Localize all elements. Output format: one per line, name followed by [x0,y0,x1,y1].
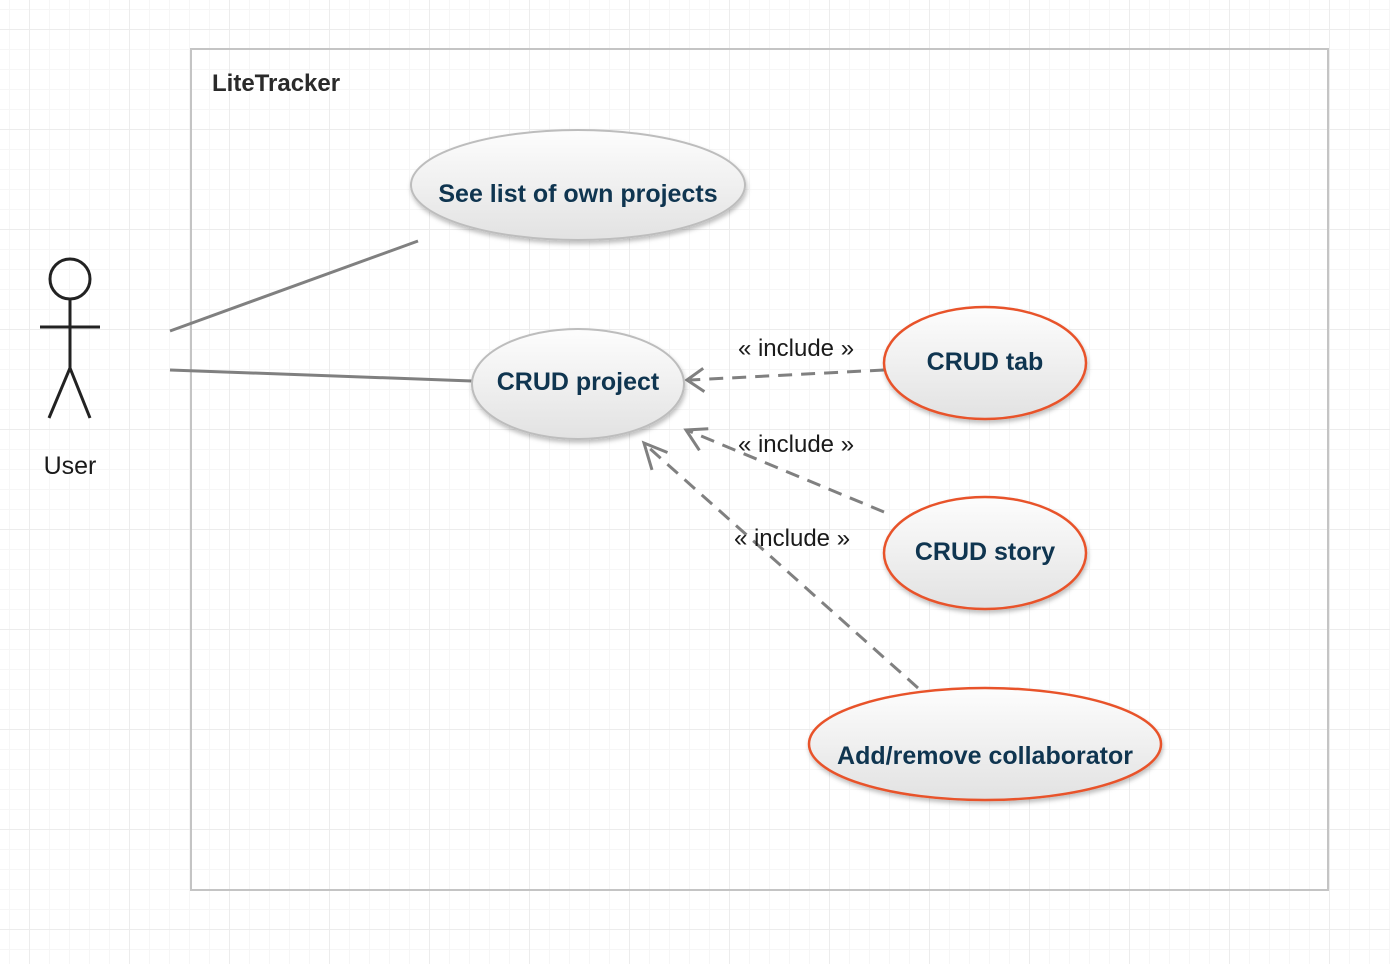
use-case-label: Add/remove collaborator [837,742,1133,770]
dashed-line [688,429,885,514]
arrowhead [641,440,669,471]
stick-figure-icon [40,257,100,419]
use-case-crud-story[interactable]: CRUD story [882,495,1088,611]
use-case-add-remove-collaborator[interactable]: Add/remove collaborator [807,686,1163,802]
use-case-ellipse [807,686,1163,802]
use-case-ellipse [410,129,746,241]
use-case-label: CRUD project [497,368,660,396]
include-dependency-tab[interactable] [684,367,885,393]
system-boundary-frame [190,48,1329,891]
actor-user[interactable]: User [40,257,100,480]
include-label-tab: « include » [738,335,854,362]
dashed-line [689,368,885,382]
use-case-ellipse [882,305,1088,421]
arrowhead [683,427,709,452]
use-case-crud-tab[interactable]: CRUD tab [882,305,1088,421]
system-boundary[interactable]: LiteTracker [190,48,1329,891]
include-label-story: « include » [738,431,854,458]
arrowhead [684,367,706,393]
include-dependency-story[interactable] [683,427,885,514]
use-case-ellipse [882,495,1088,611]
use-case-label: CRUD tab [927,348,1044,376]
dashed-line [646,444,919,690]
include-label-collaborator: « include » [734,525,850,552]
system-title: LiteTracker [212,70,340,97]
association-line-crud-project[interactable] [169,368,473,383]
use-case-label: See list of own projects [438,180,717,208]
actor-label: User [44,452,97,480]
use-case-ellipse [471,328,685,440]
use-case-see-projects[interactable]: See list of own projects [410,129,746,241]
use-case-crud-project[interactable]: CRUD project [471,328,685,440]
association-line-see-projects[interactable] [169,239,419,333]
include-dependency-collaborator[interactable] [641,440,919,690]
use-case-label: CRUD story [915,538,1055,566]
